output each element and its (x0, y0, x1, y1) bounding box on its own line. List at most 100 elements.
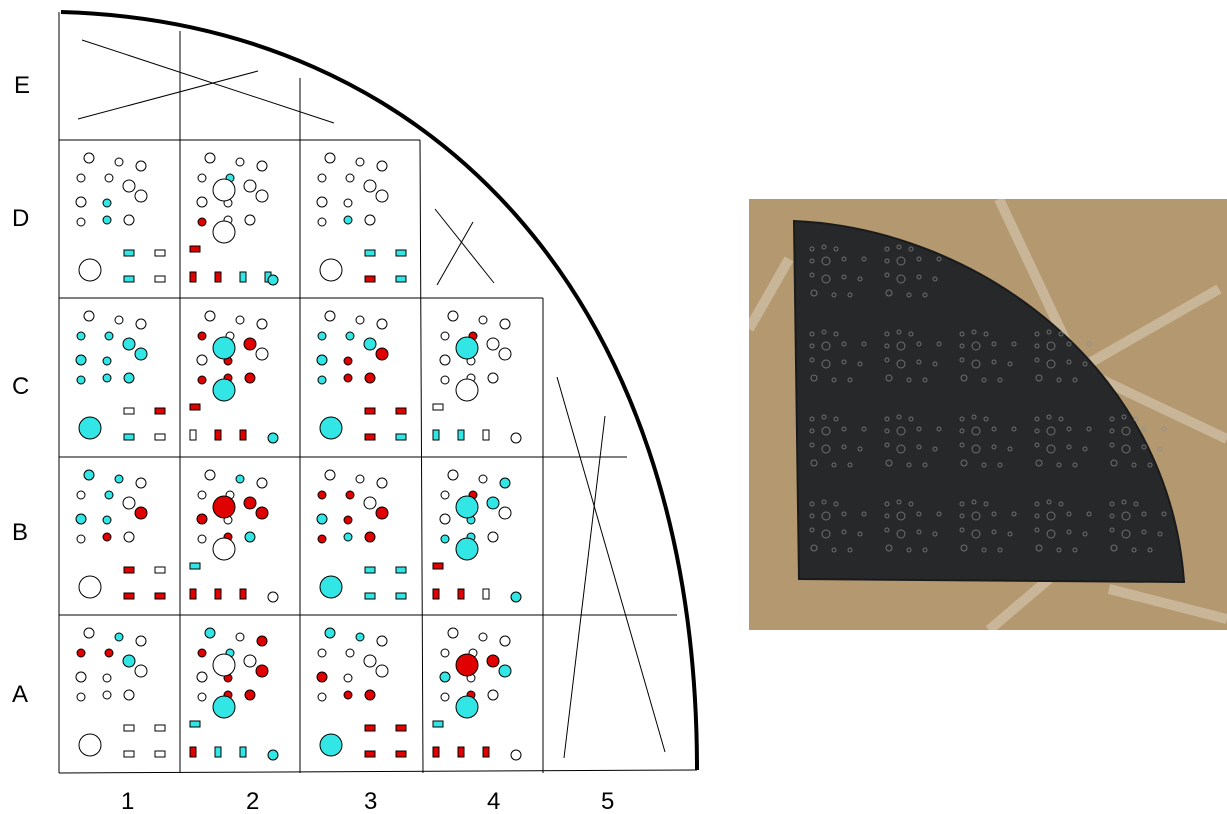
test-pad (189, 588, 197, 600)
photo-ring (1121, 529, 1131, 539)
test-pad (154, 750, 166, 758)
photo-ring (857, 361, 863, 367)
small-circle (104, 490, 114, 500)
test-pad (364, 566, 376, 574)
photo-ring (997, 462, 1003, 468)
photo-ring (916, 529, 922, 535)
small-circle (235, 474, 245, 484)
large-circle (212, 178, 236, 202)
test-pad (214, 588, 222, 600)
photo-ring (916, 511, 922, 517)
photo-ring (1034, 428, 1040, 434)
small-circle (196, 513, 208, 525)
small-circle (486, 654, 500, 668)
small-circle (363, 337, 377, 351)
col-label-2: 2 (246, 788, 259, 814)
photo-ring (821, 426, 831, 436)
small-circle (76, 692, 86, 702)
photo-ring (1141, 444, 1147, 450)
small-circle (364, 372, 376, 384)
small-circle (243, 496, 257, 510)
test-pad (123, 592, 135, 600)
photo-ring (1109, 513, 1115, 519)
small-circle (197, 375, 207, 385)
test-pad (123, 249, 135, 257)
test-pad (189, 245, 201, 253)
photo-ring (821, 511, 831, 521)
photo-ring (959, 343, 965, 349)
photo-ring (1046, 444, 1056, 454)
photo-ring (1046, 359, 1056, 369)
test-pad (432, 403, 444, 411)
small-circle (345, 331, 355, 341)
small-circle (345, 648, 355, 658)
test-pad (239, 588, 247, 600)
photo-ring (884, 416, 890, 422)
small-circle (76, 375, 86, 385)
test-pad (432, 562, 444, 570)
photo-ring (971, 341, 981, 351)
grid-line (58, 769, 698, 774)
photo-ring (991, 341, 997, 347)
small-circle (317, 331, 327, 341)
photo-ring (971, 359, 981, 369)
test-pad (364, 724, 376, 732)
large-circle (212, 653, 236, 677)
photo-ring (1109, 442, 1115, 448)
corner-circle (267, 749, 279, 761)
test-pad (214, 746, 222, 758)
die-a4 (432, 627, 522, 761)
small-circle (255, 189, 269, 203)
photo-ring (936, 511, 942, 517)
photo-ring (908, 501, 914, 507)
photo-ring (983, 331, 989, 337)
wafer-photo (749, 199, 1227, 630)
large-circle (212, 537, 236, 561)
photo-ring (1082, 361, 1088, 367)
photo-ring (1046, 499, 1052, 505)
photo-ring (1035, 374, 1043, 382)
photo-ring (884, 513, 890, 519)
small-circle (197, 692, 207, 702)
large-circle (455, 378, 479, 402)
die-c1 (75, 310, 166, 441)
test-pad (154, 592, 166, 600)
small-circle (256, 477, 268, 489)
small-circle (440, 692, 450, 702)
small-circle (102, 215, 112, 225)
photo-ring (861, 256, 867, 262)
photo-ring (1056, 547, 1062, 553)
small-circle (256, 318, 268, 330)
corner-circle (510, 749, 522, 761)
large-circle (455, 653, 479, 677)
small-circle (196, 196, 208, 208)
photo-ring (1161, 426, 1167, 432)
test-pad (123, 750, 135, 758)
reject-mark-e (77, 70, 259, 120)
large-circle (455, 537, 479, 561)
photo-ring (959, 428, 965, 434)
small-circle (343, 673, 353, 683)
photo-ring (1046, 341, 1056, 351)
test-pad (214, 429, 222, 441)
small-circle (122, 337, 136, 351)
small-circle (316, 196, 328, 208)
small-circle (75, 513, 87, 525)
small-circle (135, 160, 147, 172)
photo-ring (1035, 544, 1043, 552)
photo-ring (833, 416, 839, 422)
large-circle (78, 575, 102, 599)
small-circle (499, 477, 511, 489)
die-d3 (316, 152, 407, 283)
small-circle (104, 173, 114, 183)
small-circle (376, 160, 388, 172)
photo-ring (1086, 426, 1092, 432)
photo-ring (841, 341, 847, 347)
test-pad (189, 429, 197, 441)
test-pad (189, 271, 197, 283)
photo-ring (833, 501, 839, 507)
large-circle (455, 695, 479, 719)
photo-ring (884, 258, 890, 264)
photo-ring (959, 331, 965, 337)
test-pad (189, 720, 201, 728)
